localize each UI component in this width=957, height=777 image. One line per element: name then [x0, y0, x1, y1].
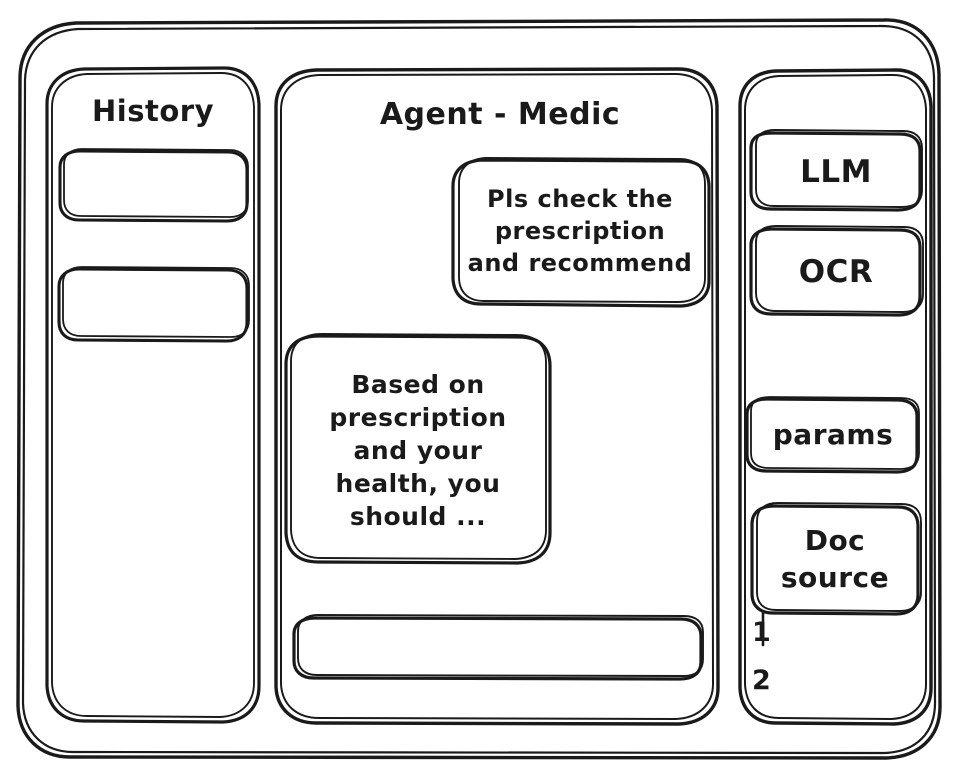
tool-params-label: params	[772, 417, 894, 451]
agent-message-text: Based on prescription and your health, y…	[329, 369, 507, 531]
tool-llm-label: LLM	[800, 153, 872, 190]
history-item-2[interactable]	[59, 269, 247, 341]
tool-params-button[interactable]	[747, 397, 919, 472]
doc-source-list-item-1[interactable]: 1	[752, 617, 772, 649]
tool-ocr-button[interactable]	[751, 226, 923, 315]
history-panel-title: History	[92, 93, 214, 128]
tool-doc-source-button[interactable]	[752, 503, 921, 614]
history-item-1[interactable]	[60, 151, 247, 221]
doc-source-list-item-2[interactable]: 2	[752, 665, 772, 697]
tool-llm-button[interactable]	[751, 130, 922, 210]
main-panel-title: Agent - Medic	[379, 97, 621, 133]
tool-doc-source-label: Doc source	[780, 524, 890, 594]
composer-input[interactable]	[294, 618, 702, 679]
tool-ocr-label: OCR	[798, 253, 874, 290]
user-message-text: Pls check the prescription and recommend	[467, 185, 693, 277]
